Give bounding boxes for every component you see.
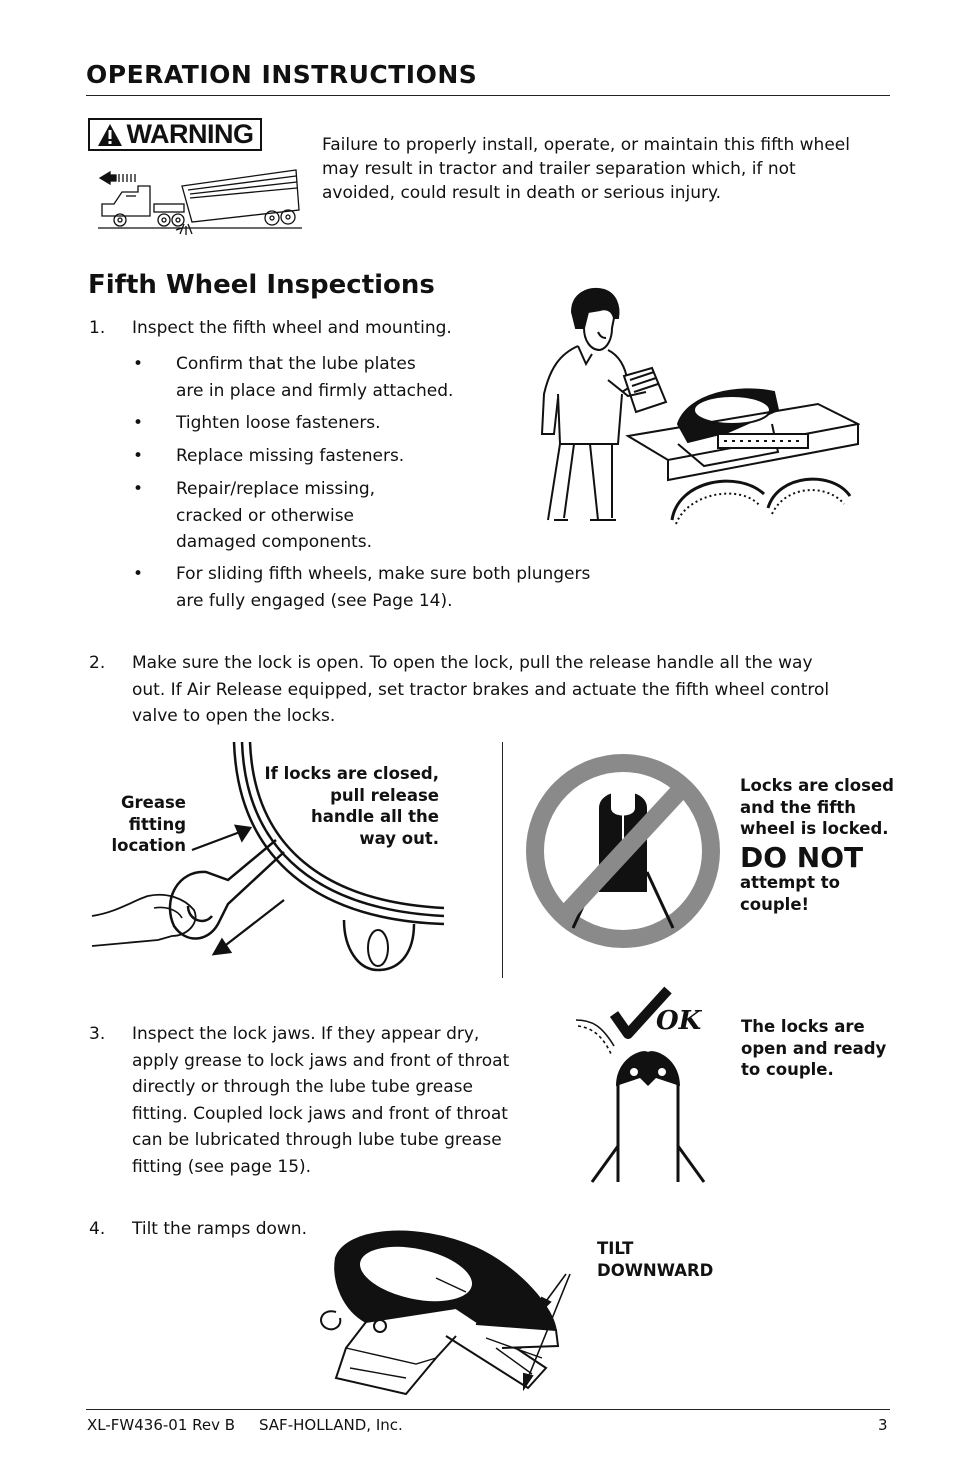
step-2-text: Make sure the lock is open. To open the … — [132, 653, 830, 726]
company-name: SAF-HOLLAND, Inc. — [259, 1416, 403, 1434]
locks-closed-prohibited-icon — [526, 754, 720, 948]
release-handle-illustration — [91, 741, 445, 972]
bullet-text: Repair/replace missing,cracked or otherw… — [176, 479, 376, 552]
do-not-warning: DO NOT — [740, 841, 864, 874]
step-2-number: 2. — [89, 653, 106, 673]
inspector-illustration — [540, 288, 860, 525]
step-1-number: 1. — [89, 318, 106, 338]
page-title: OPERATION INSTRUCTIONS — [86, 60, 478, 89]
bullet-marker: • — [133, 564, 144, 584]
page-number: 3 — [878, 1416, 888, 1434]
locks-open-ok-illustration — [575, 986, 706, 1183]
truck-separation-icon — [98, 169, 302, 235]
bullet-text: Replace missing fasteners. — [176, 446, 405, 466]
step-3-text: Inspect the lock jaws. If they appear dr… — [132, 1024, 510, 1177]
step-4-number: 4. — [89, 1219, 106, 1239]
bullet-text: Tighten loose fasteners. — [176, 413, 381, 433]
section-title: Fifth Wheel Inspections — [88, 270, 435, 300]
figure-divider — [502, 742, 503, 978]
bullet-marker: • — [133, 413, 144, 433]
ok-label: OK — [656, 1006, 702, 1036]
header-rule — [86, 95, 890, 96]
step-3-number: 3. — [89, 1024, 106, 1044]
bullet-marker: • — [133, 479, 144, 499]
bullet-marker: • — [133, 354, 144, 374]
checkmark-icon — [609, 986, 672, 1039]
warning-badge-label: WARNING — [126, 119, 255, 149]
step-4-text: Tilt the ramps down. — [132, 1219, 307, 1239]
document-number: XL-FW436-01 Rev B — [87, 1416, 236, 1434]
bullet-text: For sliding fifth wheels, make sure both… — [176, 564, 591, 611]
warning-text: Failure to properly install, operate, or… — [322, 135, 850, 203]
bullet-marker: • — [133, 446, 144, 466]
footer-rule — [86, 1409, 890, 1410]
warning-triangle-icon — [97, 123, 122, 146]
warning-badge: WARNING — [88, 118, 262, 151]
fifth-wheel-tilt-illustration — [320, 1230, 571, 1396]
step-1-text: Inspect the fifth wheel and mounting. — [132, 318, 452, 338]
